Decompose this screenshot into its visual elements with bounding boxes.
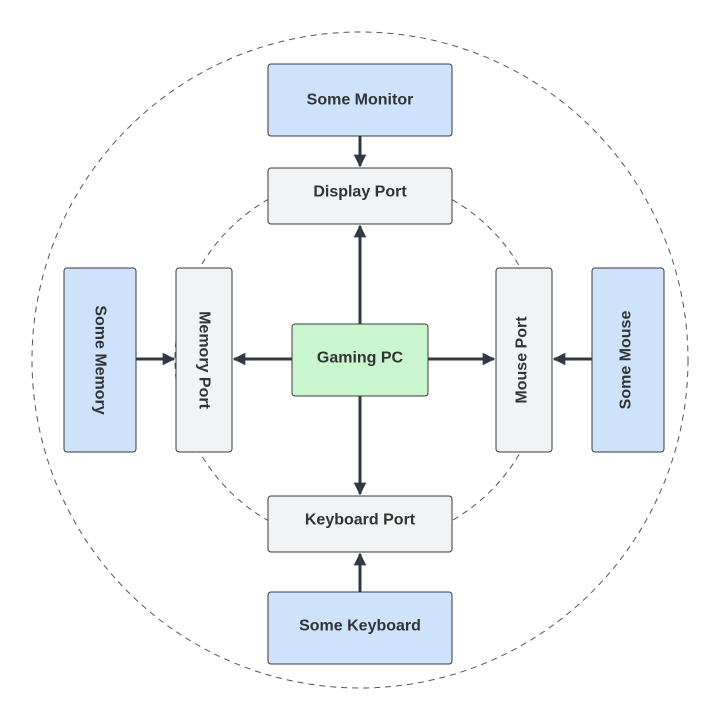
node-box: [495, 267, 553, 453]
node-memory-port: Memory Port: [175, 267, 233, 453]
node-some-monitor: Some Monitor: [267, 63, 453, 137]
node-box: [291, 323, 429, 397]
node-keyboard-port: Keyboard Port: [267, 495, 453, 553]
outer-boundary-circle: [31, 31, 689, 689]
node-box: [175, 267, 233, 453]
node-box: [63, 267, 137, 453]
node-some-memory: Some Memory: [63, 267, 137, 453]
node-box: [267, 167, 453, 225]
node-label: Keyboard Port: [305, 512, 416, 529]
node-label: Display Port: [313, 184, 407, 201]
node-label: Mouse Port: [514, 316, 531, 404]
node-box: [267, 591, 453, 665]
node-label: Some Keyboard: [299, 618, 421, 635]
node-label: Some Mouse: [618, 311, 635, 410]
node-gaming-pc: Gaming PC: [291, 323, 429, 397]
node-label: Gaming PC: [317, 350, 404, 367]
node-label: Some Memory: [92, 305, 109, 414]
node-label: Some Monitor: [307, 92, 414, 109]
node-mouse-port: Mouse Port: [495, 267, 553, 453]
node-box: [267, 63, 453, 137]
node-box: [267, 495, 453, 553]
node-some-mouse: Some Mouse: [591, 267, 665, 453]
connector-layer: [136, 136, 592, 592]
node-label: Memory Port: [196, 311, 213, 409]
node-some-keyboard: Some Keyboard: [267, 591, 453, 665]
node-box: [591, 267, 665, 453]
node-display-port: Display Port: [267, 167, 453, 225]
